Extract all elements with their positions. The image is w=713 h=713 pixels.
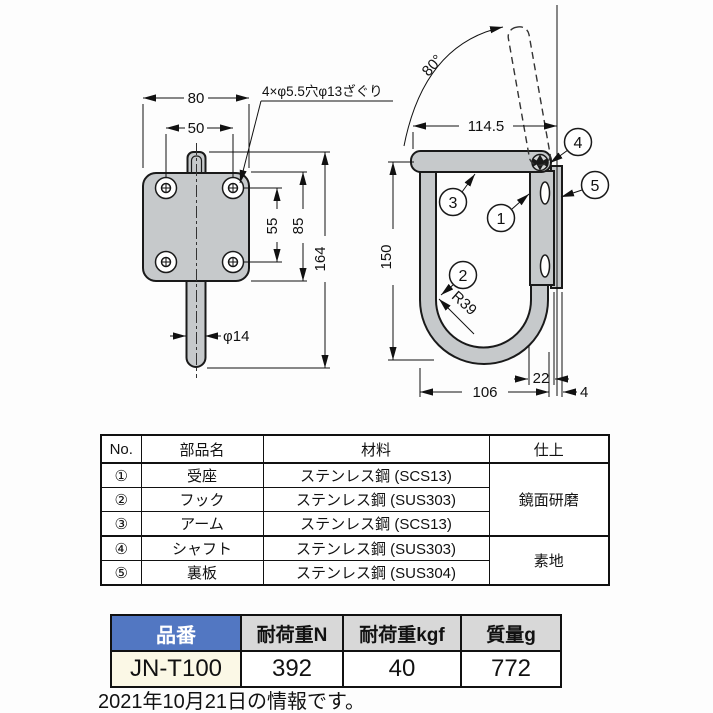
part-name: シャフト (140, 535, 264, 561)
col-part-name: 部品名 (140, 434, 264, 464)
callout-2: 2 (440, 260, 478, 296)
mount-holes (154, 176, 245, 274)
part-no: ④ (100, 535, 142, 561)
base-plate-view (142, 143, 250, 378)
dim-164-label: 164 (312, 246, 329, 271)
col-load-n: 耐荷重N (240, 614, 344, 652)
spec-table-header-row: 品番 耐荷重N 耐荷重kgf 質量g (110, 614, 562, 652)
load-n-value: 392 (240, 650, 344, 688)
info-date-note: 2021年10月21日の情報です。 (98, 691, 365, 713)
dim-80-label: 80 (188, 90, 205, 107)
callout-3: 3 (438, 173, 476, 217)
col-part-number: 品番 (110, 614, 242, 652)
callout-5-label: 5 (591, 178, 600, 195)
spec-table: 品番 耐荷重N 耐荷重kgf 質量g JN-T100 392 40 772 (110, 614, 562, 688)
dim-106-label: 106 (472, 384, 497, 401)
part-material: ステンレス鋼 (SUS304) (262, 560, 490, 586)
table-row: ① 受座 ステンレス鋼 (SCS13) 鏡面研磨 (100, 462, 610, 537)
dim-85-label: 85 (290, 218, 307, 235)
dim-85: 85 (251, 171, 307, 282)
callout-4: 4 (549, 127, 593, 164)
dim-164: 164 (207, 151, 330, 369)
part-number-value: JN-T100 (110, 650, 242, 688)
arm-shape (410, 150, 552, 173)
part-name: 受座 (140, 462, 264, 488)
dim-pin-dia-label: φ14 (223, 328, 249, 345)
part-no: ⑤ (100, 560, 142, 586)
table-row: ② フック ステンレス鋼 (SUS303) (100, 487, 609, 512)
load-kgf-value: 40 (342, 650, 462, 688)
dim-106: 106 (419, 352, 550, 401)
hook-shape (419, 165, 549, 365)
callout-5: 5 (560, 170, 610, 200)
dim-4-label: 4 (580, 384, 588, 401)
table-row: ③ アーム ステンレス鋼 (SCS13) (100, 511, 609, 537)
dim-114-5: 114.5 (412, 5, 558, 396)
dim-55: 55 (243, 187, 282, 263)
table-row: ④ シャフト ステンレス鋼 (SUS303) 素地 (100, 535, 610, 586)
dim-150: 150 (378, 161, 434, 361)
col-finish: 仕上 (488, 434, 610, 464)
hook-assembly-view: 80° (403, 26, 563, 365)
col-material: 材料 (262, 434, 490, 464)
callout-1: 1 (486, 193, 530, 233)
col-mass: 質量g (460, 614, 562, 652)
part-name: フック (140, 487, 264, 512)
part-material: ステンレス鋼 (SUS303) (262, 487, 490, 512)
parts-table-header-row: No. 部品名 材料 仕上 (100, 434, 610, 464)
technical-drawing: 80 50 4×φ5.5穴φ13ざぐり 55 85 (142, 5, 610, 401)
dim-80: 80 (142, 90, 250, 168)
callout-4-label: 4 (574, 135, 583, 152)
arm-open-position (507, 26, 551, 166)
callout-2-label: 2 (459, 268, 468, 285)
hole-note: 4×φ5.5穴φ13ざぐり (239, 83, 393, 184)
part-material: ステンレス鋼 (SCS13) (262, 462, 490, 488)
finish-group-mirror: 鏡面研磨 (488, 462, 610, 537)
part-no: ① (100, 462, 142, 488)
dim-114-5-label: 114.5 (468, 118, 504, 135)
shaft-end (531, 153, 549, 172)
part-material: ステンレス鋼 (SCS13) (262, 511, 490, 537)
dim-4: 4 (561, 292, 588, 401)
callout-1-label: 1 (497, 211, 506, 228)
col-no: No. (100, 434, 142, 464)
dim-pin-dia: φ14 (170, 328, 249, 345)
dim-150-label: 150 (378, 244, 395, 269)
spec-table-data-row: JN-T100 392 40 772 (110, 650, 562, 688)
parts-table: No. 部品名 材料 仕上 ① 受座 ステンレス鋼 (SCS13) 鏡面研磨 ②… (100, 434, 610, 586)
dim-55-label: 55 (264, 218, 281, 235)
angle-arc (403, 26, 504, 147)
hole-note-label: 4×φ5.5穴φ13ざぐり (262, 83, 383, 99)
dim-r39-label: R39 (448, 288, 480, 319)
part-no: ③ (100, 511, 142, 537)
dim-22-label: 22 (533, 370, 550, 387)
part-name: アーム (140, 511, 264, 537)
finish-group-plain: 素地 (488, 535, 610, 586)
dim-50: 50 (165, 120, 234, 178)
mass-value: 772 (460, 650, 562, 688)
dim-50-label: 50 (188, 120, 205, 137)
table-row: ⑤ 裏板 ステンレス鋼 (SUS304) (100, 560, 609, 586)
callout-3-label: 3 (449, 195, 458, 212)
part-no: ② (100, 487, 142, 512)
col-load-kgf: 耐荷重kgf (342, 614, 462, 652)
angle-label: 80° (419, 52, 447, 80)
part-material: ステンレス鋼 (SUS303) (262, 535, 490, 561)
part-name: 裏板 (140, 560, 264, 586)
